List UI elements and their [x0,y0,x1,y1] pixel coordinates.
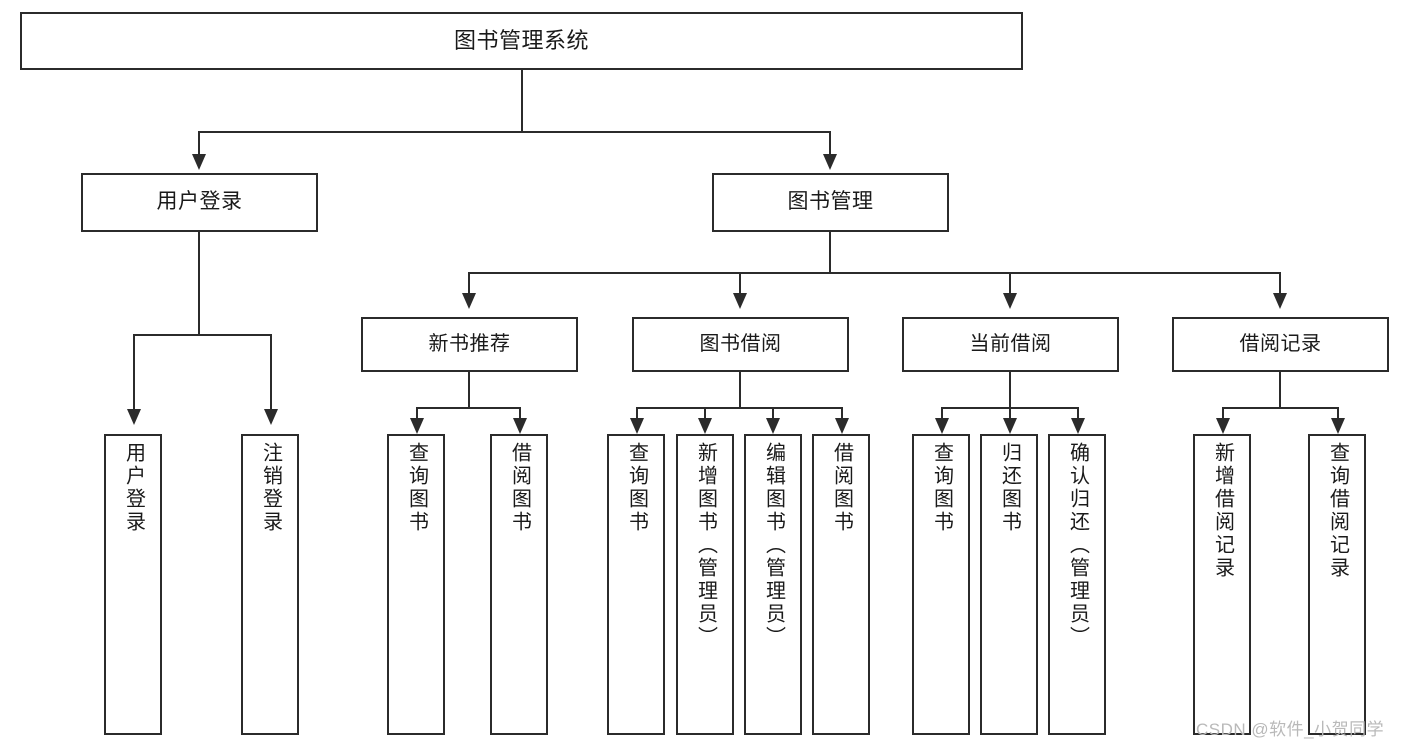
leaf-new-book-query[interactable]: 查询图书 [387,434,445,735]
connector-user-login-branch-2 [270,334,272,412]
leaf-borrow-record-query[interactable]: 查询借阅记录 [1308,434,1366,735]
node-borrow-record[interactable]: 借阅记录 [1172,317,1389,372]
leaf-label: 查询图书 [930,442,953,534]
arrow-user-login-leaf-2 [264,409,278,425]
connector-book-borrow-branch-3 [772,407,774,423]
connector-book-borrow-stem [739,372,741,409]
leaf-label: 借阅图书 [508,442,531,534]
leaf-book-borrow-borrow[interactable]: 借阅图书 [812,434,870,735]
node-user-login[interactable]: 用户登录 [81,173,318,232]
connector-user-login-stem [198,232,200,335]
arrow-to-borrow-record [1273,293,1287,309]
connector-to-user-login [198,131,200,157]
connector-root-stem [521,70,523,132]
connector-to-new-book [468,272,470,296]
node-label: 图书管理系统 [453,28,589,54]
node-label: 用户登录 [156,190,243,214]
leaf-current-borrow-confirm-return[interactable]: 确认归还（管理员） [1048,434,1106,735]
arrow-to-book-manage [823,154,837,170]
arrow-current-borrow-leaf-2 [1003,418,1017,434]
connector-book-borrow-bus [636,407,843,409]
connector-current-borrow-branch-2 [1009,407,1011,423]
leaf-label: 查询图书 [405,442,428,534]
leaf-user-login-login[interactable]: 用户登录 [104,434,162,735]
connector-new-book-stem [468,372,470,409]
node-label: 新书推荐 [428,333,511,355]
leaf-label: 查询图书 [625,442,648,534]
leaf-user-login-logout[interactable]: 注销登录 [241,434,299,735]
connector-borrow-record-branch-1 [1222,407,1224,423]
connector-user-login-bus [133,334,272,336]
leaf-book-borrow-query[interactable]: 查询图书 [607,434,665,735]
arrow-book-borrow-leaf-4 [835,418,849,434]
arrow-book-borrow-leaf-1 [630,418,644,434]
connector-book-manage-stem [829,232,831,273]
connector-new-book-branch-2 [519,407,521,423]
connector-level2-bus [468,272,1280,274]
arrow-to-new-book [462,293,476,309]
leaf-new-book-borrow[interactable]: 借阅图书 [490,434,548,735]
connector-new-book-bus [416,407,521,409]
connector-current-borrow-stem [1009,372,1011,409]
node-label: 当前借阅 [969,333,1052,355]
arrow-to-current-borrow [1003,293,1017,309]
leaf-current-borrow-return[interactable]: 归还图书 [980,434,1038,735]
connector-borrow-record-bus [1222,407,1339,409]
node-label: 图书管理 [787,190,874,214]
arrow-new-book-leaf-2 [513,418,527,434]
arrow-to-user-login [192,154,206,170]
leaf-label: 归还图书 [998,442,1021,534]
leaf-label: 用户登录 [122,442,145,534]
leaf-current-borrow-query[interactable]: 查询图书 [912,434,970,735]
arrow-book-borrow-leaf-3 [766,418,780,434]
connector-current-borrow-branch-1 [941,407,943,423]
node-label: 图书借阅 [699,333,782,355]
leaf-book-borrow-add[interactable]: 新增图书（管理员） [676,434,734,735]
leaf-label: 新增图书（管理员） [694,442,717,649]
arrow-to-book-borrow [733,293,747,309]
leaf-label: 编辑图书（管理员） [762,442,785,649]
csdn-watermark: CSDN @软件_小贺同学 [1196,720,1385,739]
node-root-system[interactable]: 图书管理系统 [20,12,1023,70]
connector-to-borrow-record [1279,272,1281,296]
node-new-book-recommend[interactable]: 新书推荐 [361,317,578,372]
connector-new-book-branch-1 [416,407,418,423]
leaf-borrow-record-add[interactable]: 新增借阅记录 [1193,434,1251,735]
connector-borrow-record-stem [1279,372,1281,409]
leaf-label: 确认归还（管理员） [1066,442,1089,649]
connector-borrow-record-branch-2 [1337,407,1339,423]
connector-to-book-manage [829,131,831,157]
arrow-borrow-record-leaf-1 [1216,418,1230,434]
leaf-book-borrow-edit[interactable]: 编辑图书（管理员） [744,434,802,735]
leaf-label: 注销登录 [259,442,282,534]
arrow-borrow-record-leaf-2 [1331,418,1345,434]
leaf-label: 借阅图书 [830,442,853,534]
connector-to-book-borrow [739,272,741,296]
arrow-new-book-leaf-1 [410,418,424,434]
leaf-label: 查询借阅记录 [1326,442,1349,580]
leaf-label: 新增借阅记录 [1211,442,1234,580]
connector-level1-bus [198,131,830,133]
node-book-borrow[interactable]: 图书借阅 [632,317,849,372]
node-label: 借阅记录 [1239,333,1322,355]
arrow-current-borrow-leaf-3 [1071,418,1085,434]
connector-book-borrow-branch-2 [704,407,706,423]
connector-book-borrow-branch-1 [636,407,638,423]
connector-current-borrow-branch-3 [1077,407,1079,423]
arrow-user-login-leaf-1 [127,409,141,425]
arrow-current-borrow-leaf-1 [935,418,949,434]
arrow-book-borrow-leaf-2 [698,418,712,434]
node-book-manage[interactable]: 图书管理 [712,173,949,232]
connector-book-borrow-branch-4 [841,407,843,423]
connector-to-current-borrow [1009,272,1011,296]
connector-user-login-branch-1 [133,334,135,412]
node-current-borrow[interactable]: 当前借阅 [902,317,1119,372]
